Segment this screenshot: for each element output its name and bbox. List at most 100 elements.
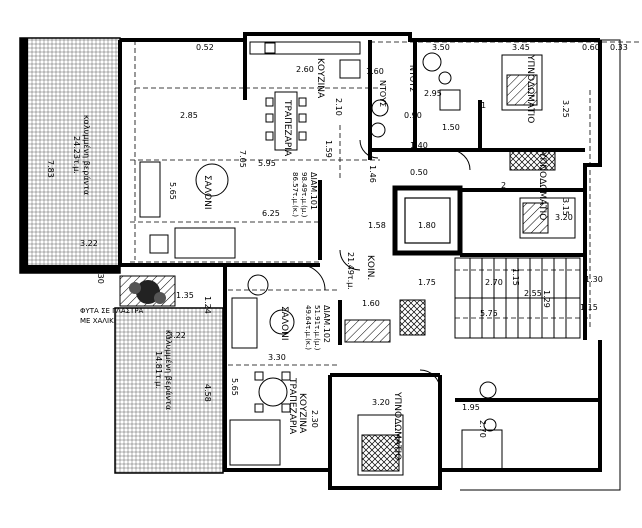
bedroom-number-2: 2 [501,181,506,190]
bed-1 [501,54,543,111]
shower-b-label: ΝΤΟΥΣ [408,65,417,92]
dimension-label: 1.60 [362,299,380,308]
door-arc [359,139,379,159]
dimension-label: 1.46 [368,165,377,183]
dimension-label: 3.15 [561,198,570,216]
plant-a [195,163,229,197]
bedroom-3-label: ΥΠΝΟΔΩΜΑΤΙΟ [392,391,402,460]
dimension-label: 3.22 [168,331,186,340]
dimension-label: 1.30 [585,275,603,284]
dimension-label: 2.95 [424,89,442,98]
dimension-label: 1.75 [418,278,436,287]
bedroom-2-label: ΥΠΝΟΔΩΜΑΤΙΟ [537,151,547,220]
apt101-net: 86.57τ.μ.(κ.) [291,172,299,217]
dimension-label: 0.60 [582,43,600,52]
kitchen-counter-a [249,41,361,79]
bedroom-number-1: 1 [481,101,486,110]
dimension-label: 1.95 [462,403,480,412]
veranda-bottom-area: 14.81τ.μ. [154,351,163,389]
dimension-label: 0.30 [96,266,105,284]
apt102-gross: 51.91τ.μ.(μ.) [313,305,321,351]
door-arc [419,369,441,391]
apt101-gross: 98.49τ.μ.(μ.) [300,172,308,218]
dimension-label: 2.30 [310,410,319,428]
dimension-label: 1.80 [418,221,436,230]
dimension-label: 2.10 [334,98,343,116]
shaft [344,319,391,343]
outer-wall-east [583,40,602,340]
planter [119,275,176,307]
dimension-label: 5.65 [168,182,177,200]
dimension-label: 3.45 [512,43,530,52]
dimension-label: 7.05 [238,150,247,168]
sofa-a [139,161,236,259]
apt101-name: ΔΙΑΜ.101 [309,172,318,210]
dimension-label: 1.29 [542,290,551,308]
bed-2 [519,197,576,239]
veranda-top-rail [20,38,28,273]
veranda-top-edge [20,265,120,273]
apt102-net: 49.64τ.μ.(κ.) [304,305,312,350]
bath-fixtures-a [370,52,461,138]
dimension-label: 1.15 [511,268,520,286]
dimension-label: 7.83 [46,160,55,178]
dining-b-label: ΤΡΑΠΕΖΑΡΙΑ [287,377,297,435]
dining-table-b [254,371,291,413]
veranda-top-area: 24.23τ.μ. [72,136,81,174]
dimension-labels: 7.83 3.22 2.85 5.95 6.25 5.65 0.52 2.60 2.10 7.05… [46,43,628,438]
dimension-label: 2.70 [485,278,503,287]
dimension-label: 3.20 [372,398,390,407]
living-a-label: ΣΑΛΟΝΙ [202,175,212,209]
closet-bed2 [509,149,556,171]
dimension-label: 3.20 [555,213,573,222]
door-arc [339,249,361,271]
outer-wall-north [120,32,600,42]
dimension-label: 1.35 [176,291,194,300]
kitchen-counter-b [229,419,281,466]
dimension-label: 2.70 [478,420,487,438]
door-arc [449,149,471,171]
stair-landing [399,299,426,336]
bedroom-1-label: ΥΠΝΟΔΩΜΑΤΙΟ [525,54,535,123]
common-label: ΚΟΙΝ. [365,255,375,280]
door-arc [299,264,326,291]
stair-core [392,185,463,256]
dimension-label: 0.33 [610,43,628,52]
dimension-label: 5.75 [480,309,498,318]
veranda-bottom-name: καλυμμένη βεράντα [164,330,174,410]
dimension-label: 3.25 [561,100,570,118]
dimension-label: 5.65 [230,378,239,396]
dining-table-a [265,91,307,151]
dining-a-label: ΤΡΑΠΕΖΑΡΙΑ [282,99,292,157]
dimension-label: 0.50 [410,168,428,177]
apt102-name: ΔΙΑΜ.102 [322,305,331,343]
outer-wall-mid [120,263,602,490]
dimension-label: 3.50 [432,43,450,52]
plants-note: ΦΥΤΑ ΣΕ ΓΛΑΣΤΡΑ ΜΕ ΧΑΛΙΚΙ [80,307,144,325]
bed-3 [357,414,404,476]
dimension-label: 0.90 [404,111,422,120]
dimension-label: 1.58 [368,221,386,230]
dimension-label: 1.50 [442,123,460,132]
dimension-label: 5.95 [258,159,276,168]
plants-note-line: ΦΥΤΑ ΣΕ ΓΛΑΣΤΡΑ [80,307,144,315]
veranda-bottom [114,307,224,474]
dimension-label: 0.52 [196,43,214,52]
living-b-label: ΣΑΛΟΝΙ [279,306,289,340]
dimension-label: 1.60 [366,67,384,76]
kitchen-a-label: ΚΟΥΖΙΝΑ [315,58,325,99]
dimension-label: 2.60 [296,65,314,74]
shower-a-label: ΝΤΟΥΣ [378,80,387,107]
outer-line [460,39,621,491]
lift [404,197,451,244]
veranda-top [19,37,121,274]
dimension-label: 3.22 [80,239,98,248]
common-area: 21.49τ.μ. [346,252,355,290]
dimension-label: 3.30 [268,353,286,362]
sofa-b [231,274,295,349]
veranda-top-name: καλυμμένη βεράντα [82,115,92,195]
dimension-label: 6.25 [262,209,280,218]
dimension-label: 2.85 [180,111,198,120]
bath-fixtures-b [461,381,503,471]
